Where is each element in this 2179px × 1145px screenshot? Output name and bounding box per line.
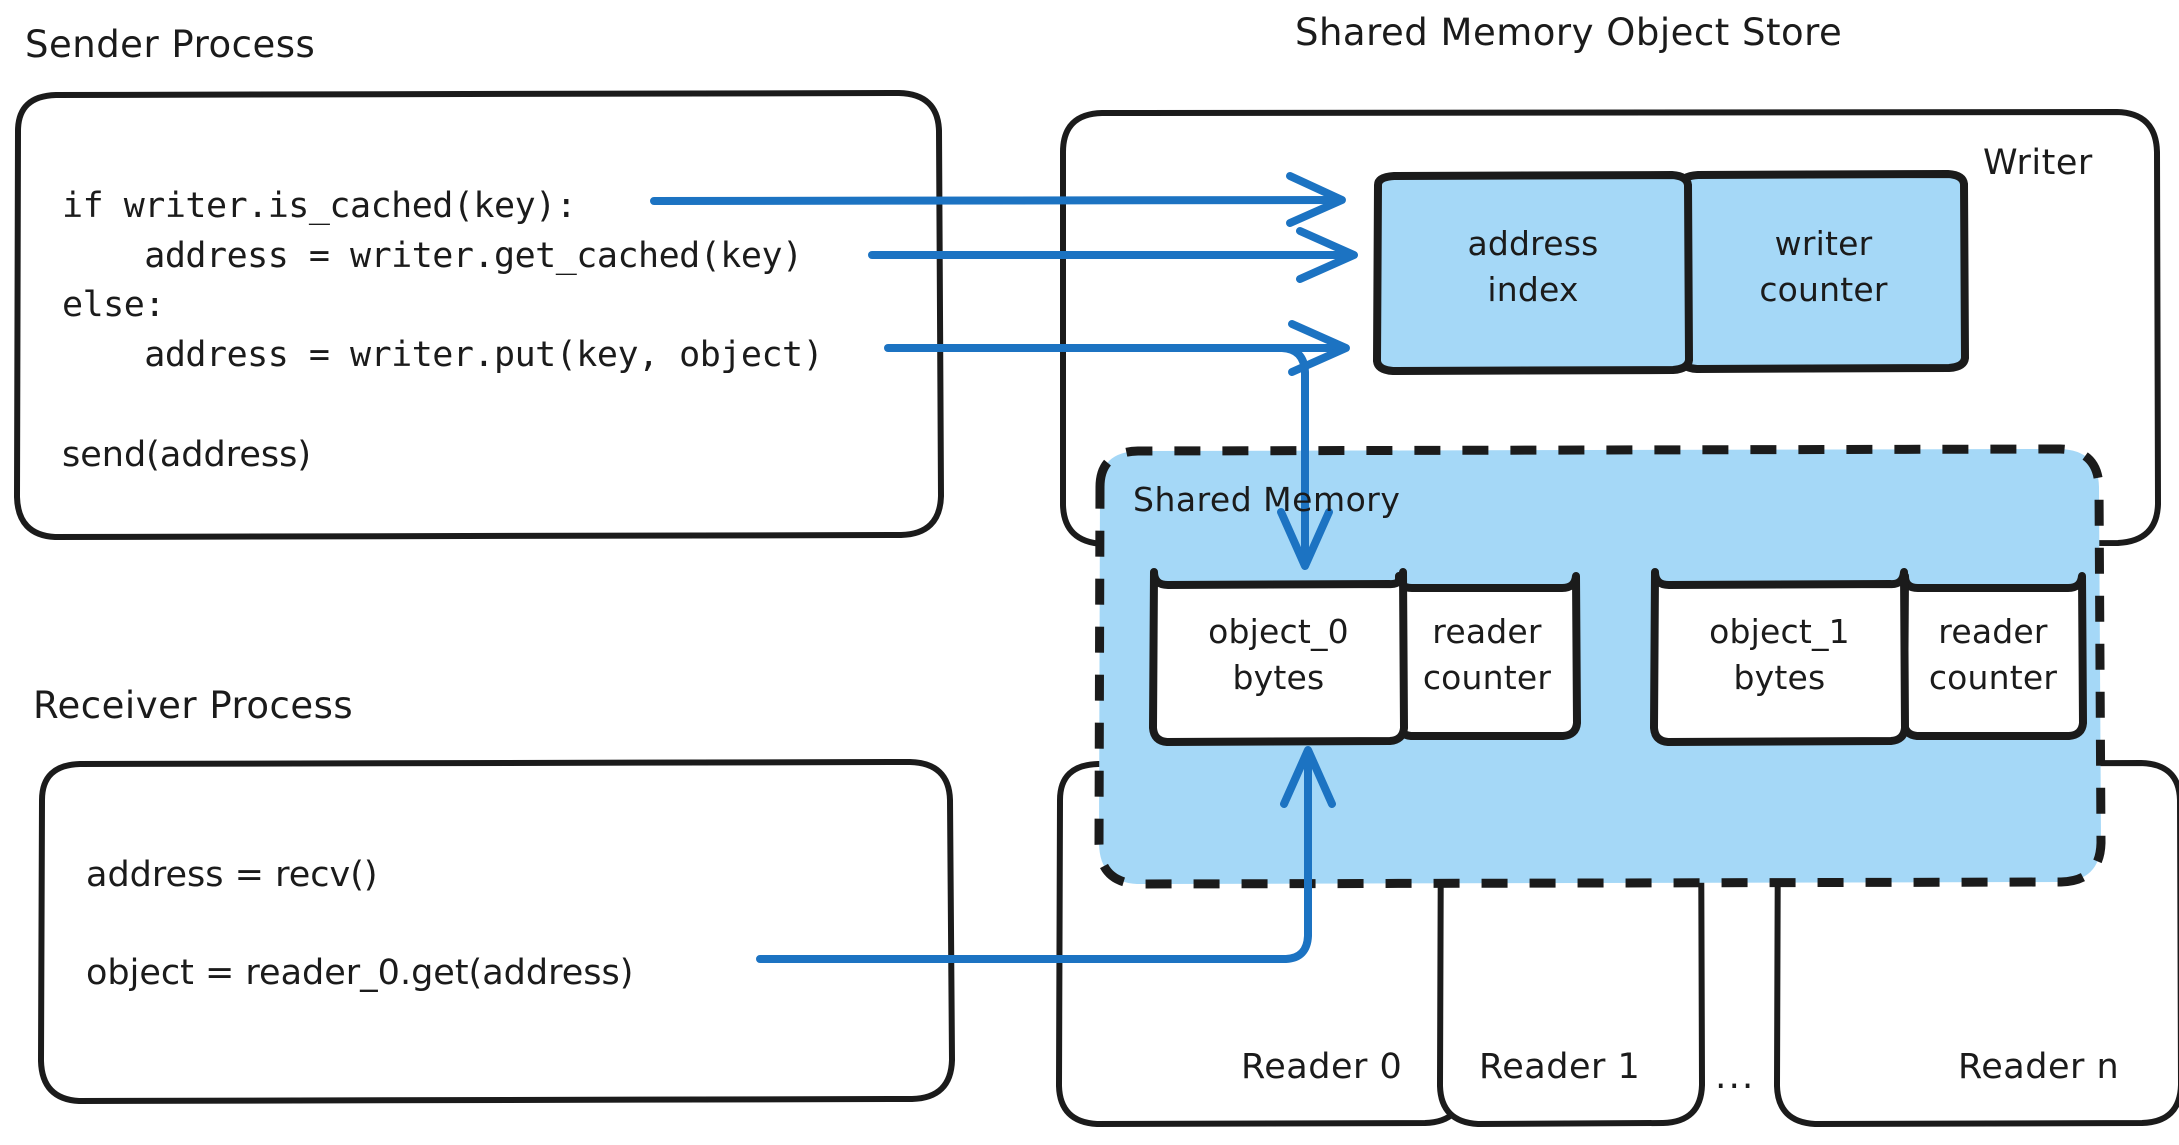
reader-counter-cell-1 <box>1900 572 2087 740</box>
receiver-process-box <box>38 759 955 1104</box>
reader-counter-0-line-2: counter <box>1422 658 1552 697</box>
sender-send-line: send(address) <box>62 435 311 475</box>
arrow-put-branch-down <box>1278 344 1309 566</box>
reader-counter-1-line-2: counter <box>1928 658 2058 697</box>
object-1-line-1: object_1 <box>1709 612 1850 651</box>
reader-n-label: Reader n <box>1958 1047 2120 1087</box>
object-1-cell <box>1650 568 1909 746</box>
object-0-line-2: bytes <box>1232 658 1325 697</box>
sender-code-line-3: address = writer.put(key, object) <box>62 335 824 376</box>
reader-1-label: Reader 1 <box>1479 1047 1641 1087</box>
sender-code-line-0: if writer.is_cached(key): <box>62 186 577 226</box>
sender-code-line-2: else: <box>62 285 165 326</box>
arrow-put-branch-head <box>1277 508 1333 570</box>
receiver-code-line-2: object = reader_0.get(address) <box>86 953 634 993</box>
object-1-line-2: bytes <box>1733 658 1826 697</box>
address-index-line-2: index <box>1487 270 1579 309</box>
writer-counter-line-1: writer <box>1774 224 1873 263</box>
shared-memory-label: Shared Memory <box>1133 480 1401 519</box>
arrow-put-head <box>1288 320 1350 376</box>
object-0-cell <box>1149 568 1408 746</box>
sender-code-line-1: address = writer.get_cached(key) <box>62 235 803 276</box>
reader-counter-0-line-1: reader <box>1432 612 1542 651</box>
writer-label: Writer <box>1983 143 2093 183</box>
address-index-line-1: address <box>1467 224 1599 263</box>
shared-memory-object-store-title: Shared Memory Object Store <box>1295 11 1843 54</box>
reader-counter-cell-0 <box>1394 572 1581 740</box>
arrow-reader-get <box>756 750 1312 963</box>
arrow-get-cached-head <box>1296 227 1358 283</box>
sender-process-title: Sender Process <box>25 23 316 66</box>
sender-code-block: if writer.is_cached(key): address = writ… <box>62 182 824 381</box>
readers-ellipsis: ... <box>1715 1056 1756 1097</box>
writer-counter-line-2: counter <box>1759 270 1888 309</box>
arrow-reader-get-head <box>1280 746 1336 808</box>
receiver-code-line-1: address = recv() <box>86 855 378 895</box>
reader-0-label: Reader 0 <box>1241 1047 1403 1087</box>
reader-counter-1-line-1: reader <box>1938 612 2048 651</box>
arrow-is-cached-head <box>1286 172 1346 227</box>
receiver-process-title: Receiver Process <box>33 684 354 727</box>
object-0-line-1: object_0 <box>1208 612 1349 651</box>
